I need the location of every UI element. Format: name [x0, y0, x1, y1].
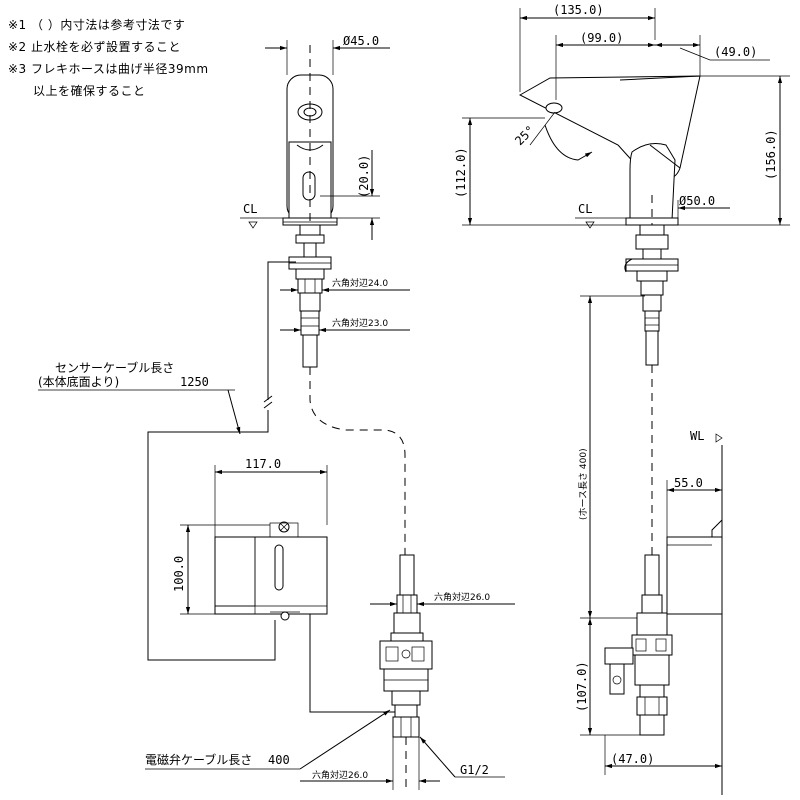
dim-112: (112.0) — [454, 117, 626, 226]
dim-107: (107.0) — [575, 618, 640, 736]
dim-hex-23: 六角対辺23.0 — [280, 317, 410, 333]
dim-156-label: (156.0) — [764, 129, 778, 180]
side-cl-label: CL — [578, 202, 592, 216]
side-control-box — [666, 518, 723, 615]
front-view: Ø45.0 (20.0) CL — [38, 34, 515, 790]
front-shank — [288, 224, 332, 368]
box-height-label: 100.0 — [172, 556, 186, 592]
control-box — [214, 521, 328, 621]
solenoid-valve — [379, 554, 433, 790]
valve-cable — [300, 613, 395, 713]
sensor-cable-sub: (本体底面より) — [38, 374, 119, 389]
dim-49-label: (49.0) — [714, 45, 757, 59]
hex-24-label: 六角対辺24.0 — [332, 277, 388, 289]
note-3: ※3 フレキホースは曲げ半径39mm — [8, 62, 209, 76]
dim-20: (20.0) — [320, 150, 380, 240]
dim-112-label: (112.0) — [454, 147, 468, 198]
notes-block: ※1 （ ）内寸法は参考寸法です ※2 止水栓を必ず設置すること ※3 フレキホ… — [8, 14, 209, 102]
dim-99-49: (99.0) (49.0) — [555, 31, 770, 100]
dim-135-label: (135.0) — [553, 3, 604, 17]
dim-hex-26-bottom: 六角対辺26.0 — [300, 737, 440, 790]
side-view: 25° (135.0) (99.0) (49.0) (112.0) — [454, 3, 790, 795]
sensor-cable — [147, 261, 296, 661]
dia-45-label: Ø45.0 — [343, 34, 379, 48]
dim-107-label: (107.0) — [575, 661, 589, 712]
dim-47: (47.0) — [604, 735, 722, 775]
dim-156: (156.0) — [678, 75, 790, 226]
sensor-cable-label: センサーケーブル長さ — [55, 360, 174, 375]
hose-length-label: (ホース長さ 400) — [578, 448, 589, 520]
dim-dia-50: Ø50.0 — [677, 194, 730, 218]
angle-label: 25° — [512, 123, 537, 148]
valve-cable-label: 電磁弁ケーブル長さ — [145, 752, 252, 767]
note-2: ※2 止水栓を必ず設置すること — [8, 40, 182, 54]
sensor-cable-value: 1250 — [180, 375, 209, 389]
front-hose-path — [309, 367, 406, 555]
sensor-cable-callout: センサーケーブル長さ (本体底面より) 1250 — [38, 360, 241, 435]
box-width-label: 117.0 — [245, 457, 281, 471]
dim-135: (135.0) — [519, 3, 656, 92]
height-20-label: (20.0) — [357, 155, 371, 198]
dim-hose-400: (ホース長さ 400) — [578, 295, 645, 619]
note-1: ※1 （ ）内寸法は参考寸法です — [8, 18, 186, 32]
dim-99-label: (99.0) — [580, 31, 623, 45]
dim-box-100: 100.0 — [172, 524, 270, 615]
dim-dia-45: Ø45.0 — [265, 34, 390, 75]
dim-hex-26-top: 六角対辺26.0 — [370, 591, 515, 607]
side-valve — [604, 554, 673, 736]
wl-label: WL — [690, 429, 704, 443]
valve-cable-value: 400 — [268, 753, 290, 767]
thread-callout: G1/2 — [419, 736, 505, 778]
hex-26-bottom-label: 六角対辺26.0 — [312, 769, 368, 781]
note-4: 以上を確保すること — [8, 84, 146, 98]
valve-cable-callout: 電磁弁ケーブル長さ 400 — [145, 709, 391, 770]
side-shank — [624, 224, 679, 366]
hex-26-top-label: 六角対辺26.0 — [434, 591, 490, 603]
front-cl-label: CL — [243, 202, 257, 216]
dia-50-label: Ø50.0 — [679, 194, 715, 208]
dim-47-label: (47.0) — [611, 752, 654, 766]
side-faucet-body — [518, 75, 701, 226]
dim-55: 55.0 — [666, 476, 722, 537]
hex-23-label: 六角対辺23.0 — [332, 317, 388, 329]
dim-hex-24: 六角対辺24.0 — [280, 277, 410, 293]
thread-label: G1/2 — [460, 763, 489, 777]
dim-55-label: 55.0 — [674, 476, 703, 490]
